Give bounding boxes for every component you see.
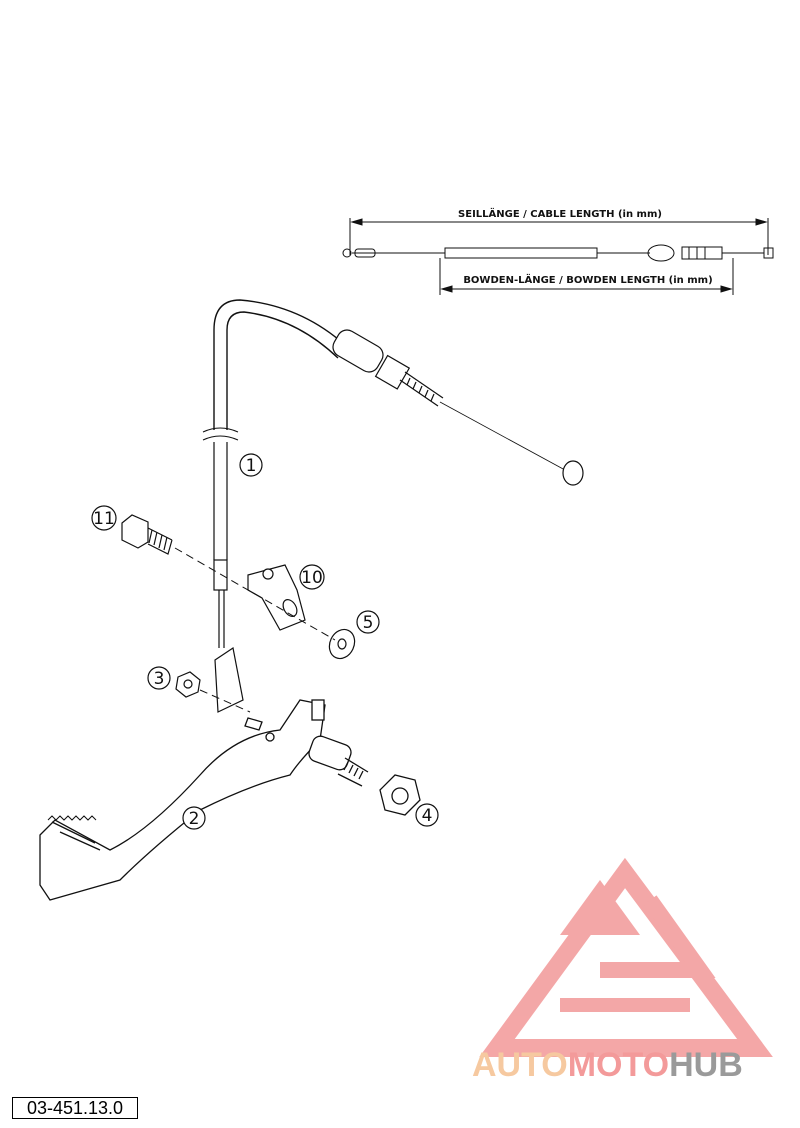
watermark-text-auto: AUTO — [472, 1046, 568, 1084]
callout-11-label: 11 — [93, 509, 115, 529]
callout-4-label: 4 — [422, 806, 433, 826]
cable-length-schematic — [342, 218, 774, 295]
watermark-text-hub: HUB — [669, 1046, 743, 1084]
callout-1-label: 1 — [246, 456, 257, 476]
callout-3-label: 3 — [154, 669, 165, 689]
part-10-bracket — [247, 564, 306, 631]
part-1-brake-cable — [202, 299, 584, 713]
callout-10: 10 — [299, 564, 325, 590]
callout-5: 5 — [356, 610, 380, 634]
bowden-length-label: BOWDEN-LÄNGE / BOWDEN LENGTH (in mm) — [463, 272, 712, 286]
callout-3: 3 — [147, 666, 171, 690]
watermark-logo — [479, 857, 773, 1057]
callout-10-label: 10 — [301, 568, 323, 588]
callout-2-label: 2 — [189, 809, 200, 829]
cable-length-label: SEILLÄNGE / CABLE LENGTH (in mm) — [458, 206, 662, 220]
callout-2: 2 — [182, 806, 206, 830]
callout-4: 4 — [415, 803, 439, 827]
part-5-washer — [328, 628, 356, 660]
callout-11: 11 — [91, 505, 117, 531]
part-3-nut — [175, 671, 201, 698]
part-4-lock-nut — [379, 774, 421, 816]
document-number: 03-451.13.0 — [12, 1097, 138, 1119]
watermark-text-moto: MOTO — [568, 1046, 669, 1084]
assembly-axis-line-nut — [199, 689, 251, 713]
assembly-axis-line — [174, 547, 336, 641]
watermark-text: AUTOMOTOHUB — [472, 1046, 743, 1084]
part-2-brake-pedal — [39, 699, 369, 901]
part-11-screw — [121, 514, 173, 555]
callout-5-label: 5 — [363, 613, 374, 633]
callout-1: 1 — [239, 453, 263, 477]
